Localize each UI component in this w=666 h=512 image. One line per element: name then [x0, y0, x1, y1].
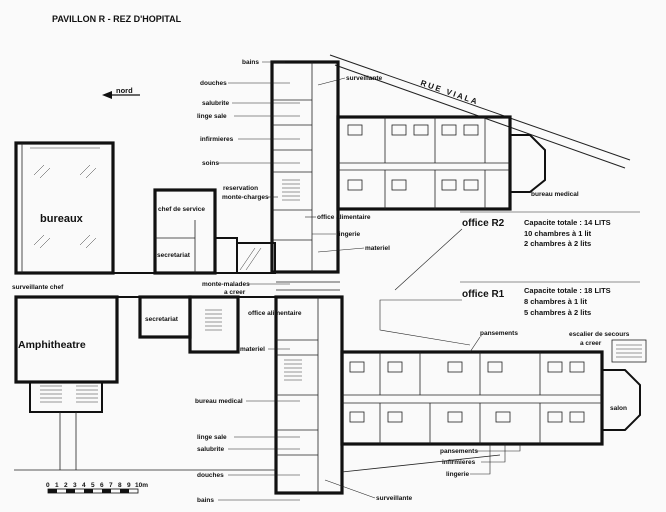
label-surveillante-top: surveillante — [346, 75, 383, 82]
escalier-de-secours-stairs — [611, 339, 647, 363]
label-douches-top: douches — [200, 80, 227, 87]
label-monte-malades: monte-malades — [202, 281, 250, 288]
label-materiel-bot: materiel — [240, 346, 265, 353]
amphitheatre-label: Amphitheatre — [18, 339, 86, 351]
scale-tick-1: 1 — [55, 482, 59, 489]
office-r1-line1: 8 chambres à 1 lit — [524, 297, 587, 306]
label-infirmieres-top: infirmieres — [200, 136, 234, 143]
label-soins: soins — [202, 160, 219, 167]
label-bureau-medical-bot: bureau medical — [195, 398, 243, 405]
label-a-creer-mid: a creer — [224, 289, 246, 296]
label-a-creer-stairs: a creer — [580, 340, 602, 347]
room-labels: bains douches surveillante salubrite lin… — [12, 59, 630, 504]
label-pansements-bot: pansements — [440, 448, 478, 455]
scale-tick-6: 6 — [100, 482, 104, 489]
scale-tick-10m: 10m — [135, 482, 148, 489]
label-salubrite-top: salubrite — [202, 100, 229, 107]
label-bureau-medical-top: bureau medical — [531, 191, 579, 198]
label-infirmieres-bot: infirmieres — [442, 459, 476, 466]
office-r1-wing — [340, 339, 647, 446]
label-escalier-de-secours: escalier de secours — [569, 331, 630, 338]
central-wing-top — [270, 60, 340, 274]
label-secretariat-left: secretariat — [157, 252, 191, 259]
label-lingerie-top: lingerie — [337, 231, 361, 238]
office-r1-name: office R1 — [462, 289, 505, 300]
label-douches-bot: douches — [197, 472, 224, 479]
scale-tick-7: 7 — [109, 482, 113, 489]
scale-tick-9: 9 — [127, 482, 131, 489]
label-salubrite-bot: salubrite — [197, 446, 224, 453]
admin-rooms — [153, 188, 276, 275]
label-bains-bot: bains — [197, 497, 214, 504]
label-reservation: reservation — [223, 185, 258, 192]
label-bains-top: bains — [242, 59, 259, 66]
label-secretariat-mid: secretariat — [145, 316, 179, 323]
label-chef-de-service: chef de service — [158, 206, 205, 213]
label-office-alimentaire-top: office alimentaire — [317, 214, 371, 221]
scale-tick-0: 0 — [46, 482, 50, 489]
lower-admin-rooms — [138, 295, 240, 354]
label-monte-charges: monte-charges — [222, 194, 269, 201]
label-linge-sale-top: linge sale — [197, 113, 227, 120]
label-materiel-top: materiel — [365, 245, 390, 252]
scale-tick-8: 8 — [118, 482, 122, 489]
label-surveillante-bot: surveillante — [376, 495, 413, 502]
north-arrow: nord — [102, 86, 140, 99]
office-r2-capacity: Capacite totale : 14 LITS — [524, 218, 611, 227]
label-surveillante-chef: surveillante chef — [12, 284, 64, 291]
office-r2-line2: 2 chambres à 2 lits — [524, 239, 591, 248]
scale-tick-5: 5 — [91, 482, 95, 489]
site-lines — [14, 454, 501, 473]
scale-tick-4: 4 — [82, 482, 86, 489]
office-r1-line2: 5 chambres à 2 lits — [524, 308, 591, 317]
scale-bar: 0 1 2 3 4 5 6 7 8 9 10m — [46, 482, 148, 494]
office-r2-line1: 10 chambres à 1 lit — [524, 229, 592, 238]
north-label: nord — [116, 86, 133, 95]
label-salon: salon — [610, 405, 627, 412]
office-r2-wing — [336, 115, 546, 211]
label-lingerie-bot: lingerie — [446, 471, 470, 478]
label-pansements-top: pansements — [480, 330, 518, 337]
scale-tick-2: 2 — [64, 482, 68, 489]
amphitheatre-block: Amphitheatre — [14, 295, 119, 470]
plan-title: PAVILLON R - REZ D'HOPITAL — [52, 14, 182, 24]
label-linge-sale-bot: linge sale — [197, 434, 227, 441]
office-r1-info: office R1 Capacite totale : 18 LITS 8 ch… — [379, 281, 640, 346]
office-r2-name: office R2 — [462, 218, 505, 229]
street-label: RUE VIALA — [419, 78, 480, 106]
scale-tick-3: 3 — [73, 482, 77, 489]
central-wing-bottom — [274, 295, 344, 495]
street-rue-viala: RUE VIALA — [329, 54, 631, 169]
bureaux-label: bureaux — [40, 213, 84, 225]
bureaux-block: bureaux — [14, 141, 115, 275]
office-r2-info: office R2 Capacite totale : 14 LITS 10 c… — [394, 211, 640, 291]
office-r1-capacity: Capacite totale : 18 LITS — [524, 286, 611, 295]
label-office-alimentaire-bot: office alimentaire — [248, 310, 302, 317]
